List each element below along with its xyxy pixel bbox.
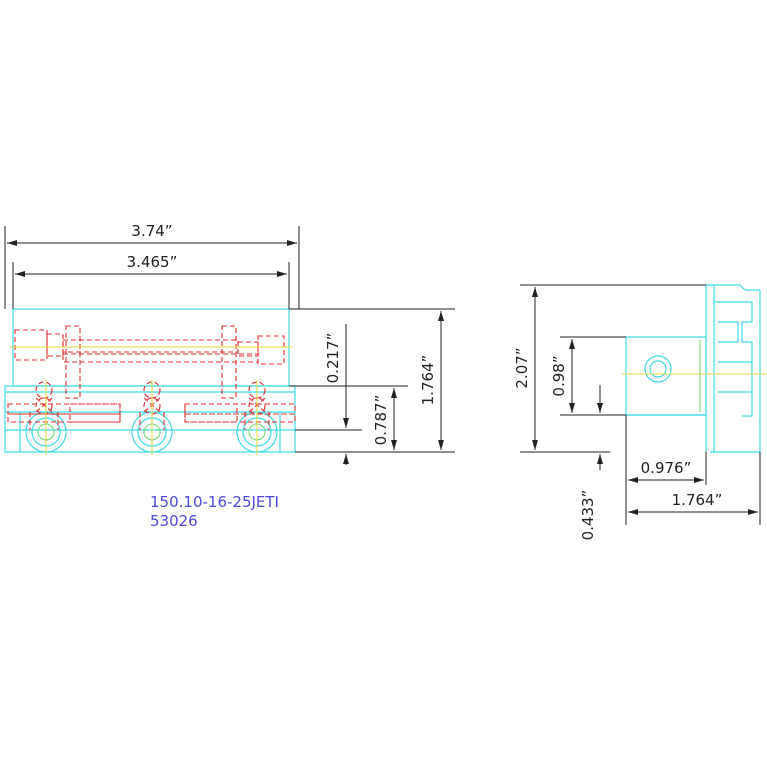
dim-inner-width: 3.465” — [127, 253, 178, 271]
dim-side-height-total: 2.07” — [513, 347, 531, 388]
part-label: 150.10-16-25JETI 53026 — [150, 493, 279, 530]
side-dimensions — [520, 284, 761, 525]
dim-height-low: 0.787” — [372, 395, 390, 446]
dim-side-width-mid: 0.976” — [641, 459, 692, 477]
part-code: 53026 — [150, 512, 198, 530]
front-view: 3.74” 3.465” 0.217” 0.787” 1.764” — [4, 222, 455, 465]
dim-side-width-total: 1.764” — [672, 491, 723, 509]
dim-side-depth-low: 0.433” — [579, 490, 597, 541]
dim-overall-width: 3.74” — [131, 222, 172, 240]
side-outline — [625, 284, 761, 453]
front-dimensions — [4, 226, 455, 465]
front-centerlines — [10, 346, 292, 455]
side-view: 2.07” 0.98” 0.433” 0.976” 1.764” — [513, 284, 767, 541]
dim-offset-top: 0.217” — [324, 333, 342, 384]
front-outline — [4, 308, 296, 453]
dim-height-total: 1.764” — [419, 355, 437, 406]
dim-side-height-mid: 0.98” — [550, 355, 568, 396]
part-number: 150.10-16-25JETI — [150, 493, 279, 511]
